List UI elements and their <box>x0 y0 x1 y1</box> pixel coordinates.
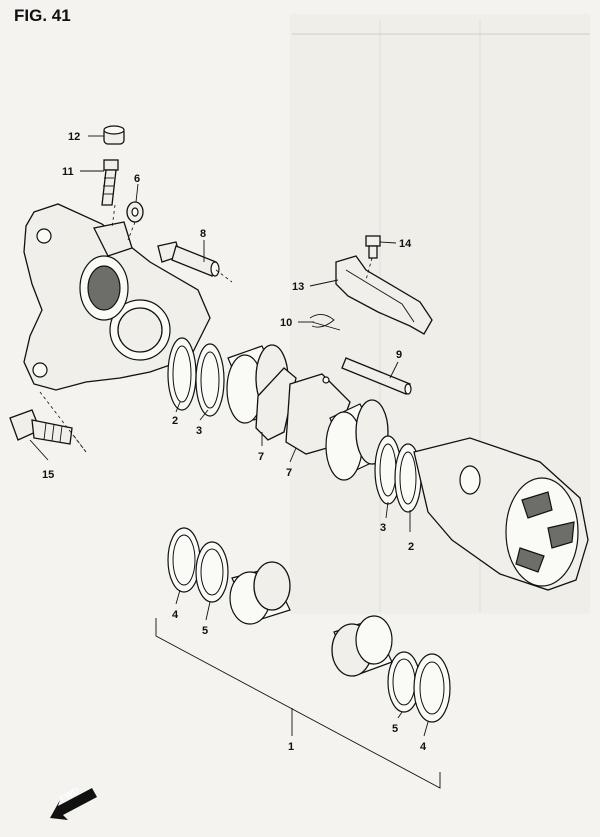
callout-11: 11 <box>62 166 74 178</box>
callout-10: 10 <box>280 317 292 329</box>
callout-2-left: 2 <box>172 415 178 427</box>
part-12-bleeder-cap <box>103 125 125 145</box>
callout-15: 15 <box>42 469 54 481</box>
callout-2-right: 2 <box>408 541 414 553</box>
part-9-pad-pin <box>341 357 412 395</box>
callout-7-left: 7 <box>258 451 264 463</box>
callout-13: 13 <box>292 281 304 293</box>
part-3-seal-right <box>374 435 402 505</box>
callout-labels: 12 11 6 8 14 13 10 9 2 3 7 7 3 2 15 4 5 … <box>42 131 427 753</box>
callout-1: 1 <box>288 741 294 753</box>
part-11-bleeder-screw <box>101 159 119 206</box>
callout-9: 9 <box>396 349 402 361</box>
part-13-pad-spring <box>335 255 433 335</box>
callout-14: 14 <box>399 238 412 250</box>
figure-title: FIG. 41 <box>14 6 71 25</box>
part-5-seal-lower-left <box>195 541 229 603</box>
part-4-seal-lower-right <box>413 653 451 723</box>
leader-lines <box>29 135 429 737</box>
callout-8: 8 <box>200 228 206 240</box>
callout-7-right: 7 <box>286 467 292 479</box>
callout-6: 6 <box>134 173 140 185</box>
part-4-seal-lower-left <box>167 527 201 593</box>
piston-lower-right <box>331 615 393 677</box>
callout-3-left: 3 <box>196 425 202 437</box>
caliper-body <box>413 437 589 591</box>
callout-4-right: 4 <box>420 741 427 753</box>
callout-5-left: 5 <box>202 625 208 637</box>
part-14-screw <box>365 235 381 259</box>
callout-3-right: 3 <box>380 522 386 534</box>
part-3-seal-left <box>195 343 225 417</box>
callout-12: 12 <box>68 131 80 143</box>
callout-5-right: 5 <box>392 723 398 735</box>
part-8-pin-bolt <box>157 241 220 277</box>
fwd-arrow-icon <box>50 788 97 820</box>
piston-lower-left <box>229 561 291 625</box>
part-6-washer <box>126 201 144 223</box>
part-1-kit-bracket <box>155 618 441 789</box>
caliper-bracket <box>23 203 211 391</box>
assembly-lines <box>39 204 373 453</box>
part-10-clip <box>309 314 341 331</box>
part-15-caliper-bolt <box>9 409 73 445</box>
part-7-pad-left <box>255 367 297 441</box>
part-2-seal-left <box>167 337 197 411</box>
callout-4-left: 4 <box>172 609 179 621</box>
